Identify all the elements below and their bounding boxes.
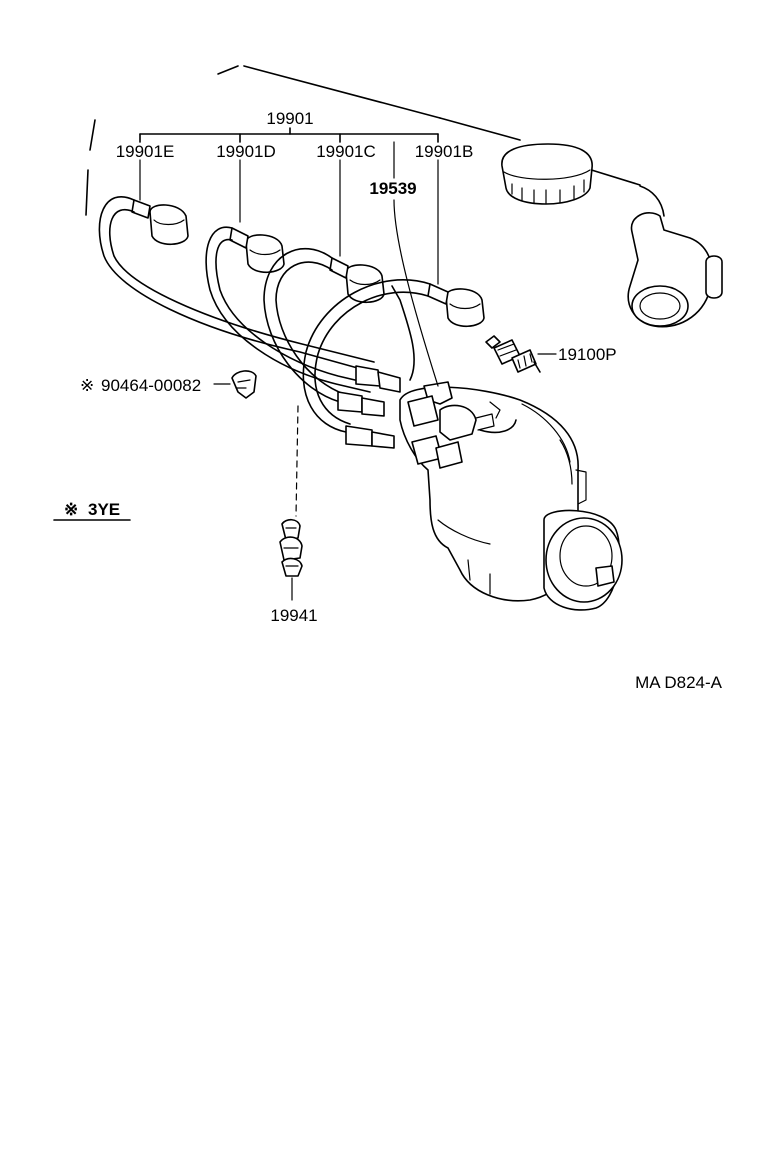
label-spark-plug: 19100P (558, 345, 617, 364)
cord-set-bracket (139, 127, 439, 285)
label-cord-d: 19901D (216, 142, 276, 161)
plug-boot-e (131, 199, 189, 246)
label-cord-c: 19901C (316, 142, 376, 161)
water-outlet (627, 185, 723, 328)
oil-filler-cap (501, 143, 593, 205)
diagram-code: MA D824-A (635, 673, 723, 692)
label-cord-clamp-lower: 19941 (270, 606, 317, 625)
cord-clip (213, 370, 257, 399)
plug-boot-b (427, 283, 485, 328)
label-cord-set: 19901 (266, 109, 313, 128)
plug-boot-d (229, 227, 285, 274)
spark-plug (485, 335, 557, 373)
cord-clamp-lower (279, 405, 303, 601)
distributor-terminals (337, 365, 401, 449)
plug-boot-c (329, 257, 385, 304)
distributor (399, 381, 623, 611)
label-cord-b: 19901B (415, 142, 474, 161)
label-clip: 90464-00082 (101, 376, 201, 395)
ignition-cords (98, 196, 431, 433)
label-cord-clamp: 19539 (369, 179, 416, 198)
engine-head-outline (85, 65, 641, 216)
note-symbol: ※ (64, 500, 78, 519)
clamp-leader (393, 199, 439, 387)
clip-note-symbol: ※ (80, 376, 94, 395)
label-cord-e: 19901E (116, 142, 175, 161)
note-code: 3YE (88, 500, 120, 519)
